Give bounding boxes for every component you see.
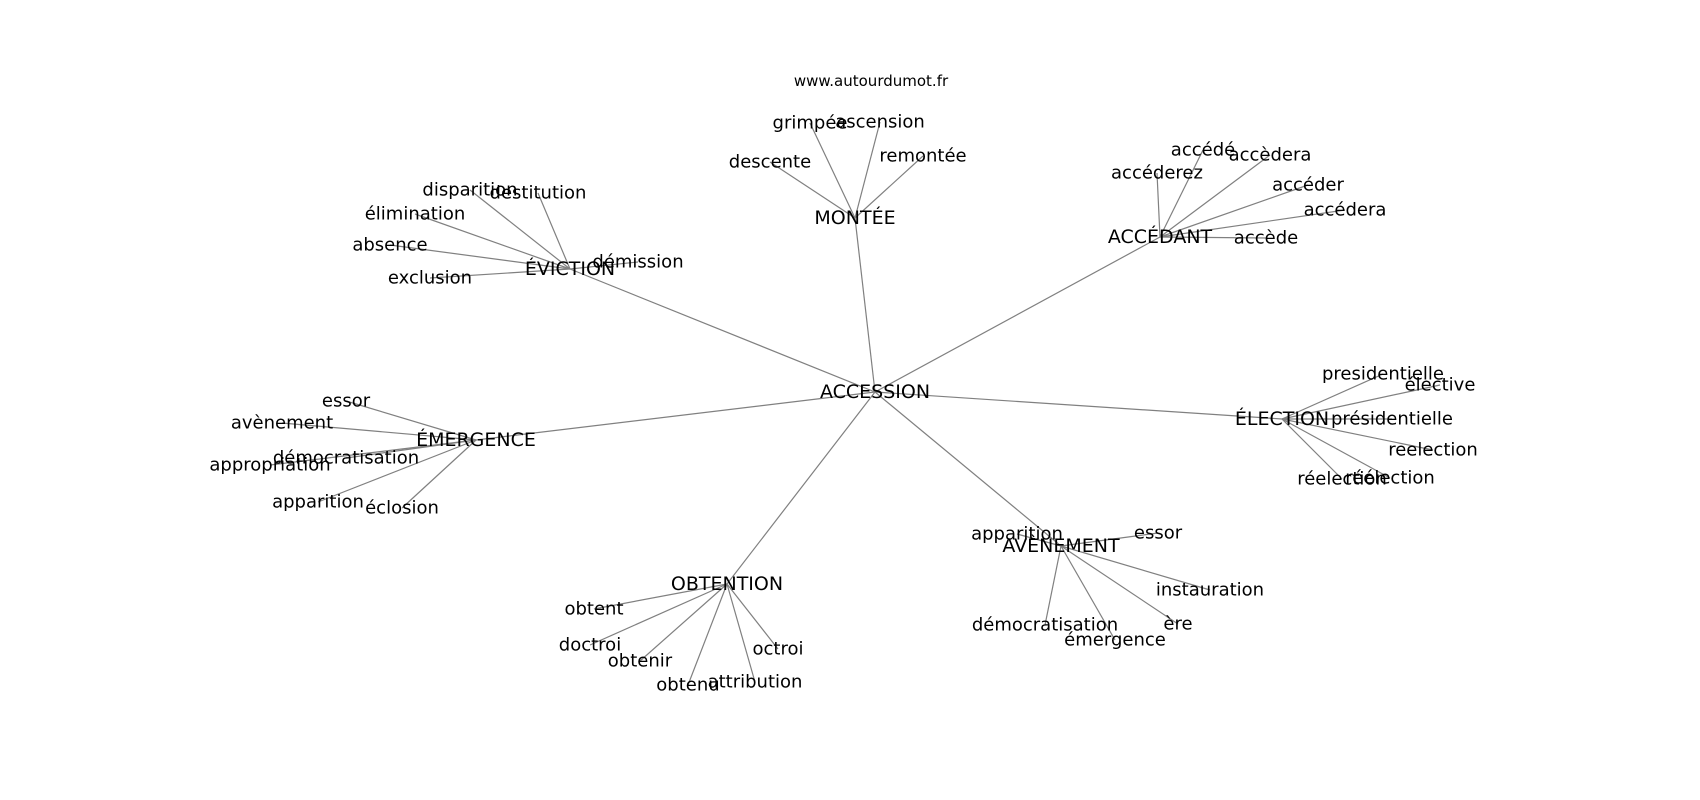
edge-obtention-leaf-4 (726, 583, 756, 683)
leaf-node-avenement-2: instauration (1156, 580, 1264, 601)
edge-election-leaf-0 (1281, 373, 1384, 420)
edge-emergence-leaf-4 (317, 439, 477, 503)
edge-avenement-leaf-5 (1060, 545, 1179, 625)
source-watermark: www.autourdumot.fr (793, 72, 949, 90)
leaf-node-avenement-5: ère (1163, 614, 1192, 635)
leaf-node-emergence-4: apparition (272, 492, 364, 513)
edge-eviction-leaf-1 (537, 192, 571, 270)
leaf-node-accedant-3: accéder (1272, 175, 1344, 196)
edge-accedant-leaf-1 (1159, 149, 1204, 238)
edge-accedant-leaf-3 (1159, 184, 1309, 238)
leaf-node-eviction-3: absence (352, 235, 427, 256)
edge-obtention-leaf-3 (687, 583, 728, 686)
leaf-node-accedant-1: accédé (1171, 140, 1235, 161)
hub-node-emergence: ÉMERGENCE (416, 428, 536, 451)
edge-emergence-leaf-1 (281, 422, 477, 441)
edge-emergence-leaf-3 (269, 439, 477, 466)
leaf-node-accedant-5: accède (1234, 228, 1298, 249)
hub-node-election: ÉLECTION (1235, 407, 1329, 430)
leaf-node-avenement-1: essor (1134, 523, 1183, 544)
edge-eviction-leaf-5 (569, 261, 639, 270)
edge-montee-leaf-3 (854, 155, 924, 219)
leaf-node-emergence-5: éclosion (365, 498, 439, 519)
leaf-node-avenement-4: émergence (1064, 630, 1166, 651)
leaf-node-election-1: élective (1405, 375, 1476, 396)
leaf-node-election-5: réelection (1297, 469, 1387, 490)
hub-node-obtention: OBTENTION (671, 573, 783, 595)
leaf-node-emergence-1: avènement (231, 413, 333, 434)
edge-montee-leaf-1 (854, 121, 881, 219)
edge-center-obtention (726, 391, 876, 585)
edge-montee-leaf-2 (769, 161, 856, 219)
edge-avenement-leaf-2 (1060, 545, 1211, 591)
leaf-node-emergence-2: démocratisation (273, 448, 419, 469)
leaf-node-obtention-1: doctroi (559, 635, 621, 656)
leaf-node-eviction-0: disparition (422, 180, 517, 201)
edge-center-eviction (569, 268, 876, 393)
leaf-node-election-3: reelection (1388, 440, 1478, 461)
leaf-node-eviction-2: élimination (365, 204, 466, 225)
edge-accedant-leaf-0 (1156, 172, 1161, 238)
hub-node-montee: MONTÉE (814, 206, 895, 229)
edges-layer (269, 121, 1441, 686)
leaf-node-accedant-4: accédera (1304, 200, 1387, 221)
edge-accedant-leaf-2 (1159, 154, 1271, 238)
leaf-node-montee-3: remontée (879, 146, 966, 167)
edge-election-leaf-4 (1281, 418, 1391, 479)
edge-obtention-leaf-2 (639, 583, 728, 662)
leaf-node-eviction-4: exclusion (388, 268, 472, 289)
edge-accedant-leaf-5 (1159, 236, 1267, 239)
leaf-node-eviction-1: destitution (490, 183, 587, 204)
leaf-node-eviction-5: démission (592, 252, 683, 273)
edge-center-avenement (874, 391, 1062, 547)
leaf-node-obtention-4: attribution (708, 672, 803, 693)
leaf-node-obtention-0: obtent (564, 599, 623, 620)
edge-election-leaf-1 (1281, 384, 1441, 420)
edge-emergence-leaf-5 (401, 439, 477, 509)
edge-emergence-leaf-0 (345, 400, 477, 441)
leaf-node-montee-1: ascension (835, 112, 925, 133)
edge-election-leaf-5 (1281, 418, 1343, 480)
edge-avenement-leaf-0 (1016, 533, 1062, 547)
edge-center-election (874, 391, 1283, 420)
center-node: ACCESSION (820, 381, 930, 403)
edge-avenement-leaf-1 (1060, 532, 1159, 547)
edge-avenement-leaf-4 (1060, 545, 1116, 641)
leaf-node-avenement-0: apparition (971, 524, 1063, 545)
hub-node-eviction: ÉVICTION (525, 257, 615, 280)
edge-obtention-leaf-5 (726, 583, 779, 650)
edge-eviction-leaf-3 (389, 244, 571, 270)
leaf-node-obtention-3: obtenu (656, 675, 719, 696)
edge-center-accedant (874, 236, 1161, 393)
leaf-node-election-2: présidentielle (1331, 409, 1453, 430)
edge-avenement-leaf-3 (1044, 545, 1062, 626)
leaf-node-obtention-2: obtenir (608, 651, 673, 672)
edge-eviction-leaf-2 (414, 213, 571, 270)
leaf-node-accedant-0: accéderez (1111, 163, 1203, 184)
leaf-node-emergence-3: appropriation (209, 455, 330, 476)
edge-center-montee (854, 217, 876, 393)
leaf-node-avenement-3: démocratisation (972, 615, 1118, 636)
hub-node-accedant: ACCÉDANT (1108, 225, 1213, 248)
edge-eviction-leaf-0 (469, 189, 571, 270)
edge-montee-leaf-0 (809, 122, 856, 219)
leaf-node-montee-0: grimpée (773, 113, 848, 134)
leaf-node-montee-2: descente (729, 152, 811, 173)
edge-obtention-leaf-1 (589, 583, 728, 646)
edge-eviction-leaf-4 (429, 268, 571, 279)
leaf-node-election-0: presidentielle (1322, 364, 1444, 385)
edge-obtention-leaf-0 (593, 583, 728, 610)
leaf-node-emergence-0: essor (322, 391, 371, 412)
edge-center-emergence (475, 391, 876, 441)
edge-election-leaf-3 (1281, 418, 1434, 451)
edge-accedant-leaf-4 (1159, 209, 1346, 238)
leaf-node-election-4: réélection (1345, 468, 1435, 489)
leaf-node-obtention-5: octroi (753, 639, 804, 660)
hub-node-avenement: AVÈNEMENT (1002, 534, 1120, 557)
leaf-node-accedant-2: accèdera (1229, 145, 1312, 166)
